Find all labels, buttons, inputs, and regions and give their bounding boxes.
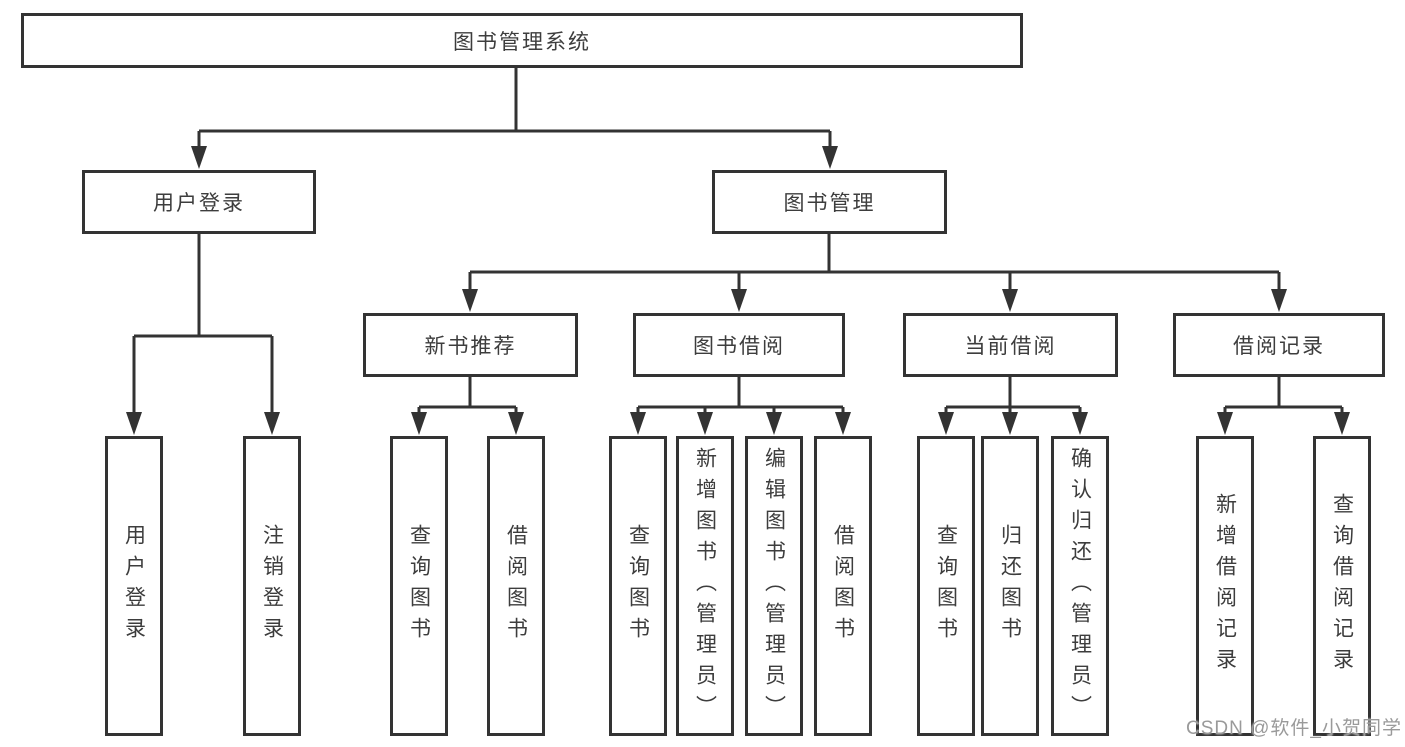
node-borrowing-records: 借阅记录 (1173, 313, 1385, 377)
leaf-confirm-return-admin: 确认归还（管理员） (1051, 436, 1109, 736)
arrowheads (126, 146, 1350, 435)
leaf-query-books-recommend: 查询图书 (390, 436, 448, 736)
node-library-management-system: 图书管理系统 (21, 13, 1023, 68)
leaf-borrow-books-recommend: 借阅图书 (487, 436, 545, 736)
leaf-edit-books-admin: 编辑图书（管理员） (745, 436, 803, 736)
node-book-borrowing: 图书借阅 (633, 313, 845, 377)
node-user-login: 用户登录 (82, 170, 316, 234)
leaf-borrow-books-borrowing: 借阅图书 (814, 436, 872, 736)
leaf-query-borrow-record: 查询借阅记录 (1313, 436, 1371, 736)
csdn-watermark: CSDN @软件_小贺同学 (1186, 718, 1402, 739)
leaf-add-books-admin: 新增图书（管理员） (676, 436, 734, 736)
leaf-add-borrow-record: 新增借阅记录 (1196, 436, 1254, 736)
node-book-management: 图书管理 (712, 170, 947, 234)
leaf-logout-login: 注销登录 (243, 436, 301, 736)
leaf-return-books: 归还图书 (981, 436, 1039, 736)
leaf-query-books-borrowing: 查询图书 (609, 436, 667, 736)
leaf-query-books-current: 查询图书 (917, 436, 975, 736)
leaf-user-login: 用户登录 (105, 436, 163, 736)
node-current-borrowing: 当前借阅 (903, 313, 1118, 377)
node-new-book-recommendation: 新书推荐 (363, 313, 578, 377)
